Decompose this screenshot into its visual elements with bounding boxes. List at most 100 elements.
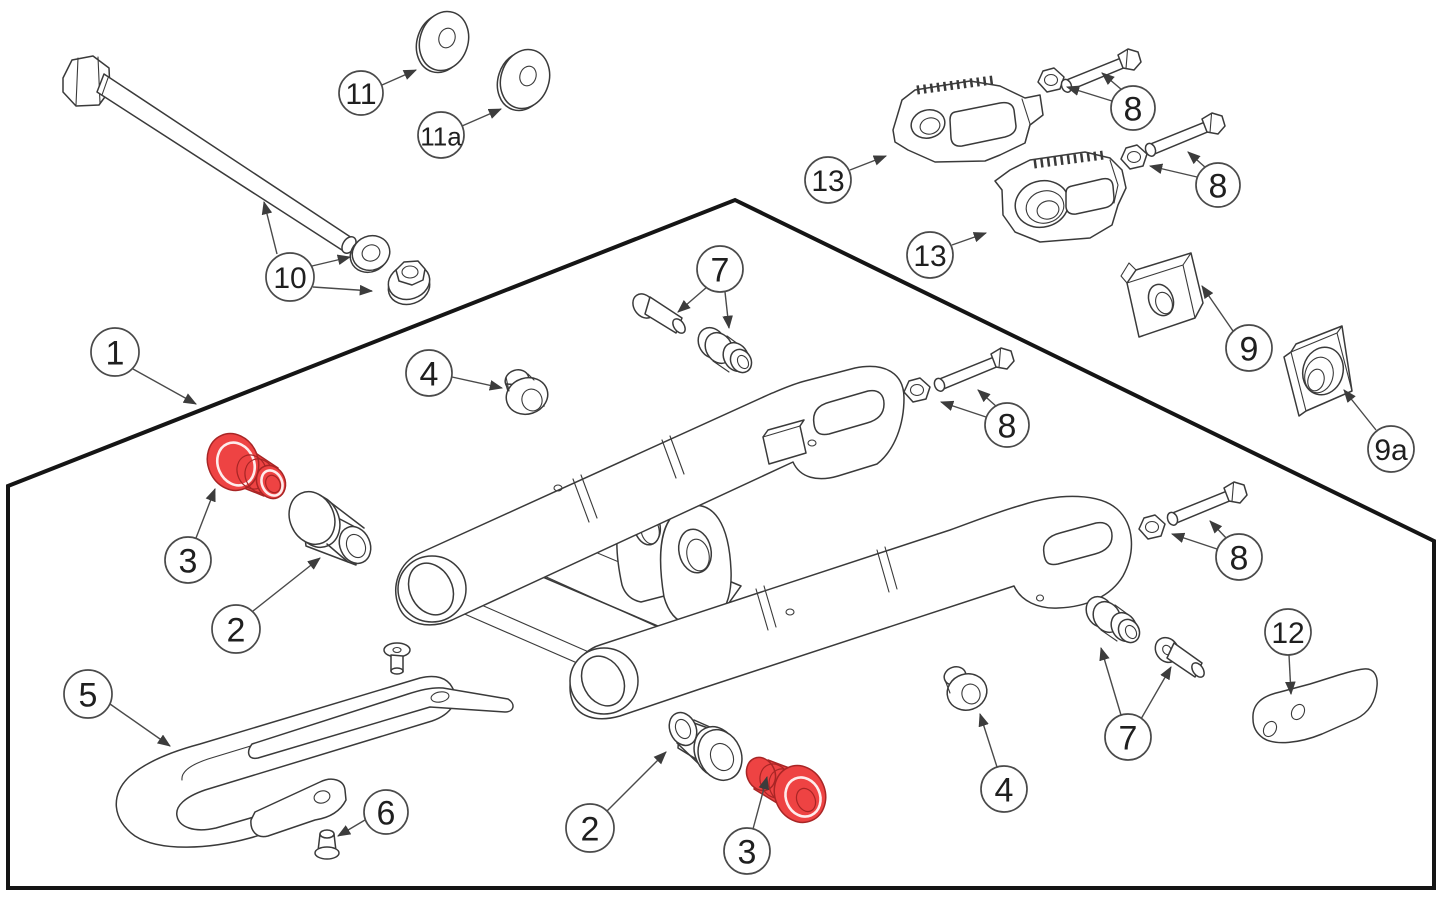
callout-balloon [723, 827, 771, 875]
callout-number: 2 [581, 811, 600, 849]
washer-11-drawing [415, 10, 470, 74]
callout-balloon [405, 349, 453, 397]
bolt-nut-set-middle-drawing [903, 347, 1015, 403]
rivet-drawing [314, 829, 340, 860]
callout-12-20: 12 [1264, 608, 1312, 656]
leader-arrow-8 [939, 400, 987, 418]
callout-9a-16: 9a [1367, 425, 1415, 473]
callout-4-5: 4 [405, 349, 453, 397]
callout-balloon [1367, 425, 1415, 473]
bushing-lower-drawing [668, 711, 743, 781]
callout-balloon [363, 789, 409, 835]
callout-balloon [1110, 85, 1156, 131]
leader-arrow-5 [109, 703, 171, 747]
cap-lower-drawing [943, 666, 988, 711]
callout-3-3: 3 [164, 536, 212, 584]
callout-6-8: 6 [363, 789, 409, 835]
callout-number: 2 [227, 612, 246, 650]
callout-balloon [90, 327, 140, 377]
callout-balloon [338, 70, 384, 116]
callout-number: 8 [1209, 168, 1228, 206]
callout-1-0: 1 [90, 327, 140, 377]
callout-2-1: 2 [211, 604, 261, 654]
leader-arrow-4 [451, 376, 504, 391]
leader-arrow-9 [1201, 285, 1234, 332]
axle-flange-nut-drawing [387, 260, 431, 306]
leader-arrow-11 [381, 69, 417, 86]
washer-11a-drawing [496, 48, 551, 112]
adjuster-plate-drawing [1283, 325, 1353, 417]
leader-arrow-11a [461, 108, 502, 127]
callout-11-18: 11 [338, 70, 384, 116]
leader-arrow-10 [312, 284, 374, 296]
leader-arrow-8 [1170, 532, 1218, 550]
callout-number: 4 [995, 772, 1014, 810]
leader-arrow-6 [337, 819, 366, 837]
callout-9-15: 9 [1225, 324, 1273, 372]
leader-arrow-8 [1209, 520, 1229, 541]
leader-arrow-13 [849, 155, 887, 171]
cap-upper-drawing [504, 369, 549, 416]
callout-balloon [1264, 608, 1312, 656]
callout-number: 7 [1119, 720, 1138, 758]
axle-washer-drawing [349, 234, 391, 274]
callout-balloon [63, 669, 113, 719]
callout-8-11: 8 [1110, 85, 1156, 131]
callout-13-22: 13 [906, 231, 954, 279]
callout-balloon [1215, 533, 1263, 581]
leader-arrow-9a [1343, 389, 1377, 431]
callout-number: 12 [1271, 617, 1304, 650]
bushing-upper-drawing [288, 491, 372, 566]
callout-number: 13 [811, 165, 844, 198]
bolt-nut-set-lower-drawing [1138, 481, 1248, 540]
callout-10-17: 10 [265, 252, 315, 302]
leader-arrow-8 [1187, 151, 1207, 169]
chain-guide-drawing [115, 675, 514, 848]
callout-balloon [565, 803, 615, 853]
callout-8-13: 8 [984, 402, 1030, 448]
callout-number: 4 [420, 356, 439, 394]
leader-arrow-3 [752, 775, 769, 830]
callout-balloon [211, 604, 261, 654]
callout-balloon [984, 402, 1030, 448]
guard-bracket-drawing [1252, 668, 1378, 744]
leader-arrow-3 [195, 488, 216, 539]
leader-arrow-2 [252, 557, 321, 612]
leader-arrow-10 [311, 254, 352, 267]
callout-number: 3 [738, 834, 757, 872]
callout-balloon [804, 156, 852, 204]
callout-11a-19: 11a [417, 111, 465, 159]
leader-arrow-7 [1099, 646, 1122, 716]
leader-arrow-7 [1140, 666, 1172, 720]
callout-number: 8 [1230, 540, 1249, 578]
leader-arrow-7 [677, 286, 708, 313]
callout-4-6: 4 [980, 765, 1028, 813]
leader-arrow-13 [951, 232, 988, 246]
callout-number: 8 [1124, 91, 1143, 129]
callout-balloon [164, 536, 212, 584]
callout-number: 11a [420, 122, 462, 152]
leader-arrow-7 [722, 291, 733, 330]
callout-3-4: 3 [723, 827, 771, 875]
axle-bolt-drawing [62, 55, 357, 254]
callout-number: 6 [377, 795, 396, 833]
callout-7-9: 7 [696, 245, 744, 293]
leader-arrow-8 [1101, 72, 1123, 91]
callout-balloon [696, 245, 744, 293]
leader-arrow-8 [1148, 163, 1198, 178]
bushing-highlight-upper-drawing [206, 432, 287, 500]
callout-balloon [265, 252, 315, 302]
kit-boundary-outline [6, 197, 1436, 890]
chain-adjuster-lower-drawing [994, 150, 1127, 243]
callout-5-7: 5 [63, 669, 113, 719]
callout-balloon [906, 231, 954, 279]
callout-balloon [1104, 713, 1152, 761]
callout-number: 9 [1240, 331, 1259, 369]
callout-balloon [1225, 324, 1273, 372]
roller-bolt-upper-drawing [632, 293, 753, 374]
leader-arrow-4 [978, 712, 998, 768]
roller-bolt-lower-drawing [1085, 595, 1205, 678]
callout-number: 1 [106, 335, 125, 373]
leader-arrow-2 [606, 751, 667, 812]
